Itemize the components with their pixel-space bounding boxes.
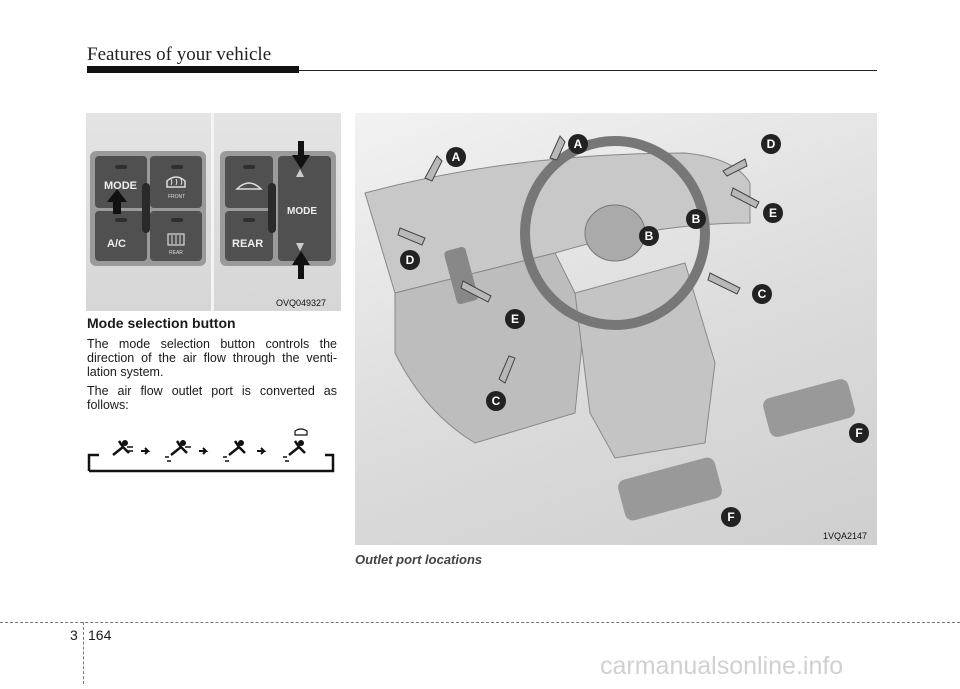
press-down-arrow-icon (292, 141, 310, 169)
steering-hub (584, 204, 646, 262)
outlet-locations-figure: A A D B E B D C E C F F 1VQA2147 (355, 113, 877, 545)
rear-defrost-icon (167, 233, 185, 246)
bi-level-mode-icon (165, 440, 191, 462)
section-title: Mode selection button (87, 315, 236, 331)
floor-defrost-mode-icon (283, 428, 308, 462)
label-c: C (758, 287, 767, 301)
dashboard-face (394, 252, 586, 444)
chapter-number: 3 (70, 627, 78, 643)
airflow-arrow-icon (549, 135, 566, 161)
rear-button (225, 211, 273, 261)
label-d-marker (400, 250, 420, 270)
label-d: D (767, 137, 776, 151)
figure-photo-code: 1VQA2147 (823, 531, 868, 541)
label-a: A (452, 150, 461, 164)
center-console (574, 262, 716, 459)
up-triangle-icon (296, 169, 304, 177)
mode-rocker-button (278, 156, 331, 261)
header-rule (299, 70, 877, 71)
airflow-arrow-icon (460, 280, 492, 303)
mode-cycle-diagram (87, 425, 337, 473)
ac-button-label: A/C (107, 238, 126, 250)
label-d: D (406, 253, 415, 267)
label-f: F (727, 510, 734, 524)
airflow-arrow-icon (424, 155, 443, 182)
label-e: E (769, 206, 777, 220)
footer-divider (83, 622, 84, 684)
page-number: 164 (88, 627, 112, 643)
airflow-arrow-icon (707, 272, 741, 295)
down-triangle-icon (296, 243, 304, 251)
label-c-marker (486, 391, 506, 411)
arrow-icon (141, 447, 151, 455)
mode-rocker-label: MODE (287, 206, 317, 217)
header-title: Features of your vehicle (87, 44, 272, 65)
front-defrost-icon (166, 176, 186, 188)
airflow-arrow-icon (397, 227, 426, 246)
watermark: carmanualsonline.info (600, 652, 844, 680)
figure-caption: Outlet port locations (355, 552, 483, 567)
label-b-marker (686, 209, 706, 229)
label-a-marker (446, 147, 466, 167)
body-paragraph-2: The air flow outlet port is converted as… (87, 384, 337, 412)
airflow-arrow-icon (722, 158, 748, 177)
label-e-marker (763, 203, 783, 223)
arrow-icon (257, 447, 267, 455)
mode-button (95, 156, 147, 208)
label-f-marker (721, 507, 741, 527)
label-f-marker (849, 423, 869, 443)
face-mode-icon (112, 440, 133, 456)
arrow-icon (199, 447, 209, 455)
rear-small-label: REAR (169, 250, 183, 256)
floor-mode-icon (223, 440, 246, 462)
panel-photo-code: OVQ049327 (276, 298, 327, 308)
label-b: B (645, 229, 654, 243)
airflow-arrow-icon (498, 355, 516, 384)
floor-outlet-right (763, 379, 855, 437)
label-f: F (855, 426, 862, 440)
label-c-marker (752, 284, 772, 304)
label-b: B (692, 212, 701, 226)
label-d-marker (761, 134, 781, 154)
floor-outlet-left (618, 457, 722, 521)
header-bar (87, 66, 299, 73)
press-up-arrow-icon (292, 251, 310, 279)
press-arrow-icon (107, 189, 127, 214)
airflow-arrow-icon (730, 187, 760, 209)
body-paragraph-1: The mode selection button controls the d… (87, 337, 337, 379)
front-label: FRONT (168, 194, 185, 200)
label-a-marker (568, 134, 588, 154)
label-b-marker (639, 226, 659, 246)
mode-button-label: MODE (104, 180, 137, 192)
label-a: A (574, 137, 583, 151)
rear-button-label: REAR (232, 238, 263, 250)
front-defrost-button (150, 156, 202, 208)
footer-rule (0, 622, 960, 623)
recirculation-button (225, 156, 273, 208)
ac-button (95, 211, 147, 261)
label-e-marker (505, 309, 525, 329)
steering-wheel (520, 136, 710, 330)
label-e: E (511, 312, 519, 326)
label-c: C (492, 394, 501, 408)
recirculation-icon (235, 182, 263, 190)
control-panel-photo: MODE A/C FRONT REAR REAR MODE OVQ049327 (86, 113, 341, 311)
